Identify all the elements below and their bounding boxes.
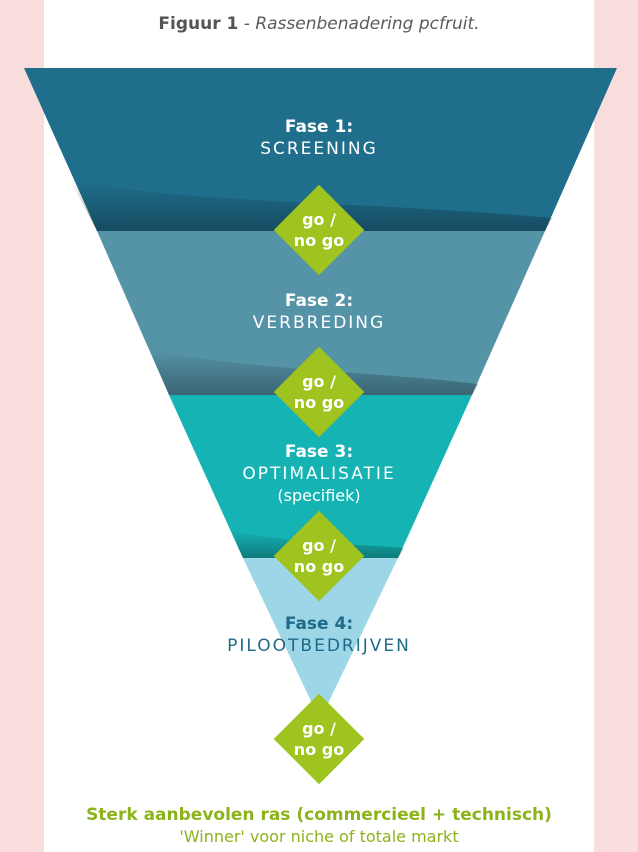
phase-1-title: Fase 1: (284, 117, 354, 137)
gate-3-line-2: no go (293, 557, 345, 576)
phase-4-label: Fase 4: PILOOTBEDRIJVEN (0, 613, 638, 657)
gate-2-line-2: no go (293, 393, 345, 412)
phase-2-label: Fase 2: VERBREDING (0, 290, 638, 334)
go-no-go-gate-2: go / no go (273, 346, 365, 438)
phase-2-name: VERBREDING (252, 313, 386, 333)
go-no-go-gate-3: go / no go (273, 510, 365, 602)
result-line-1: Sterk aanbevolen ras (commercieel + tech… (86, 805, 552, 825)
phase-3-title: Fase 3: (284, 442, 354, 462)
result-text: Sterk aanbevolen ras (commercieel + tech… (0, 804, 638, 848)
phase-3-subtitle: (specifiek) (277, 486, 361, 505)
funnel-band-phase-1 (24, 68, 617, 231)
go-no-go-gate-1: go / no go (273, 184, 365, 276)
gate-1-line-1: go / (302, 210, 336, 229)
figure-caption: Figuur 1 - Rassenbenadering pcfruit. (0, 14, 638, 34)
phase-4-title: Fase 4: (284, 614, 354, 634)
figure-description: - Rassenbenadering pcfruit. (243, 14, 480, 34)
figure-label: Figuur 1 (158, 14, 239, 34)
phase-3-label: Fase 3: OPTIMALISATIE (specifiek) (0, 441, 638, 507)
funnel-band-phase-4 (243, 558, 398, 720)
go-no-go-gate-4: go / no go (273, 693, 365, 785)
funnel-band-phase-3 (169, 395, 472, 558)
phase-2-title: Fase 2: (284, 291, 354, 311)
gate-2-line-1: go / (302, 372, 336, 391)
gate-4-line-2: no go (293, 740, 345, 759)
gate-1-line-2: no go (293, 231, 345, 250)
phase-3-name: OPTIMALISATIE (242, 464, 396, 484)
gate-4-line-1: go / (302, 719, 336, 738)
phase-4-name: PILOOTBEDRIJVEN (227, 636, 411, 656)
funnel-band-phase-2 (97, 231, 545, 395)
phase-1-name: SCREENING (260, 139, 378, 159)
gate-3-line-1: go / (302, 536, 336, 555)
phase-1-label: Fase 1: SCREENING (0, 116, 638, 160)
result-line-2: 'Winner' voor niche of totale markt (179, 827, 459, 846)
